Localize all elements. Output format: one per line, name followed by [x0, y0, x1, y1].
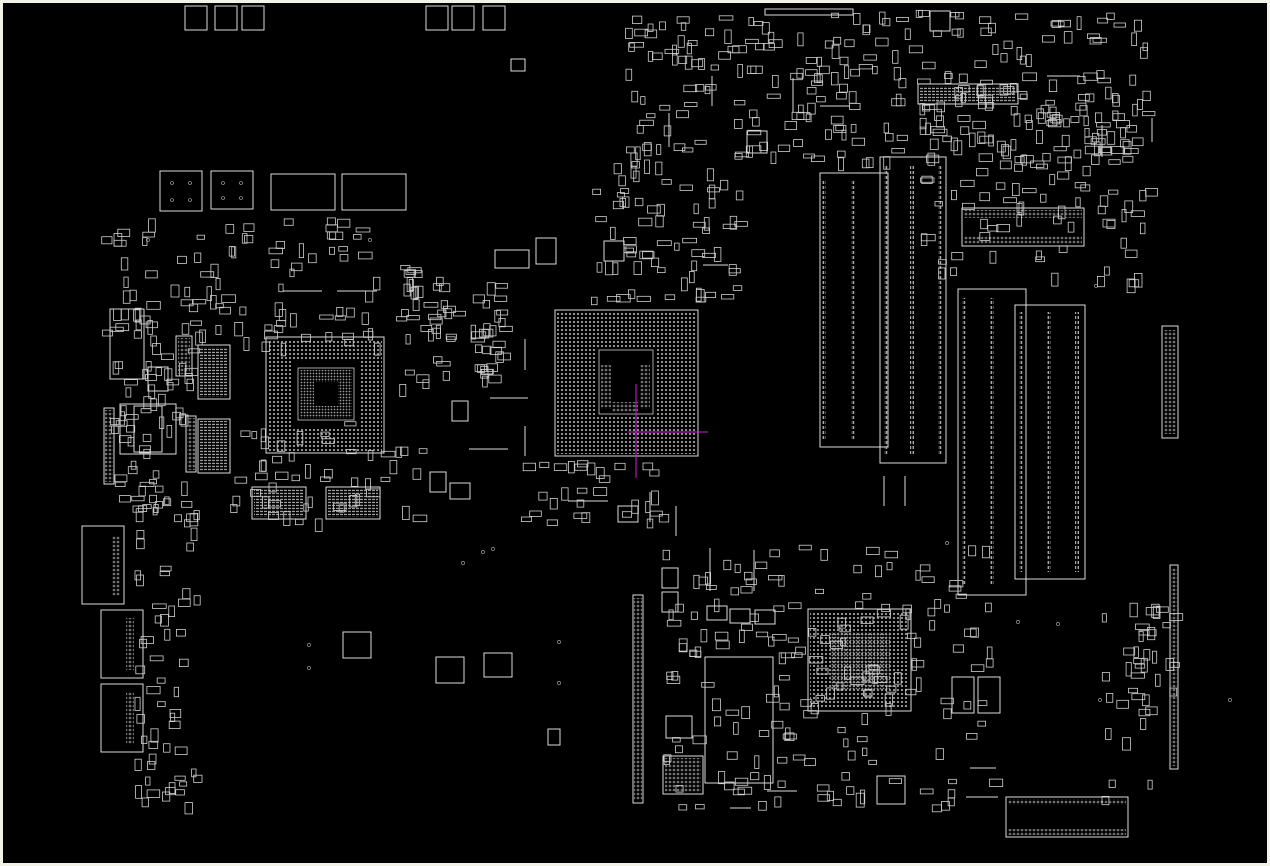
bottom-right-header[interactable]: [1005, 796, 1129, 838]
misc-parts: [283, 75, 1153, 809]
graphics-chip[interactable]: [265, 336, 385, 454]
processor-socket[interactable]: [554, 309, 708, 478]
upper-left-inductors: [159, 170, 407, 212]
chipset[interactable]: [662, 608, 1001, 805]
top-left-pads: [184, 5, 526, 72]
dimm-slot-3: [957, 288, 1027, 596]
dimm-slot-4: [1014, 304, 1086, 580]
gpu-memory-chips: [197, 344, 381, 520]
memory-slots[interactable]: [819, 156, 1086, 596]
dimm-slot-2: [879, 156, 947, 464]
pcb-viewer-canvas[interactable]: [3, 3, 1267, 863]
motherboard-boardview[interactable]: [3, 3, 1267, 863]
small-components: [101, 9, 1232, 815]
left-io-connectors: [81, 308, 197, 753]
